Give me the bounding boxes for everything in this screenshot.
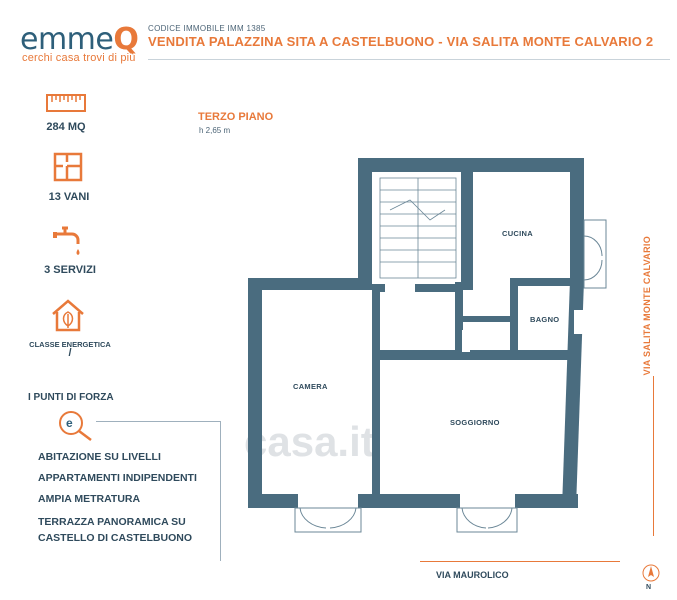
strengths-title: I PUNTI DI FORZA [28, 392, 114, 403]
strength-item: APPARTAMENTI INDIPENDENTI [38, 472, 197, 484]
street-label-south: VIA MAUROLICO [436, 570, 509, 580]
street-label-east: VIA SALITA MONTE CALVARIO [642, 236, 652, 376]
header-divider [148, 59, 670, 60]
compass-north-label: N [646, 584, 652, 591]
door-gap [358, 310, 372, 340]
watermark: casa.it [244, 418, 375, 465]
street-line-south [420, 561, 620, 562]
listing-title: VENDITA PALAZZINA SITA A CASTELBUONO - V… [148, 34, 654, 49]
door-gap [584, 230, 594, 280]
services-value: 3 SERVIZI [44, 264, 96, 276]
wall [372, 284, 462, 292]
energy-class-value: / [68, 347, 72, 359]
wall [562, 280, 584, 508]
strengths-box-right [220, 421, 221, 561]
room-label-camera: CAMERA [293, 382, 328, 391]
brand-name-accent: Q [113, 22, 139, 57]
property-code: CODICE IMMOBILE IMM 1385 [148, 24, 266, 33]
strength-item: AMPIA METRATURA [38, 493, 141, 505]
floor-title: TERZO PIANO [198, 111, 274, 123]
door-swing [583, 235, 603, 281]
brand-logo: emmeQ [20, 22, 139, 57]
door-gap [298, 494, 358, 508]
room-label-bagno: BAGNO [530, 315, 560, 324]
energy-house-icon [52, 299, 84, 332]
wall [461, 172, 473, 290]
faucet-icon [53, 226, 80, 255]
rooms-value: 13 VANI [48, 191, 90, 203]
door-gap [463, 290, 503, 298]
brand-name: emme [20, 22, 114, 57]
wall [248, 278, 262, 508]
brand-tagline: cerchi casa trovi di più [22, 52, 136, 64]
floor-height: h 2,65 m [199, 126, 231, 135]
wall [248, 278, 372, 290]
floorplan-icon [53, 152, 83, 182]
room-label-cucina: CUCINA [502, 229, 533, 238]
door-gap [385, 284, 415, 292]
wall [455, 316, 515, 322]
door-swing [461, 507, 513, 529]
strengths-box-top [96, 421, 220, 422]
wall [358, 158, 582, 172]
wall [358, 158, 372, 288]
strength-item: CASTELLO DI CASTELBUONO [38, 532, 192, 544]
area-value: 284 MQ [46, 121, 86, 133]
door-gap [574, 310, 584, 334]
door-gap [462, 330, 470, 352]
balcony [294, 507, 362, 533]
wall [570, 158, 584, 288]
balcony [456, 507, 518, 533]
door-gap [460, 494, 515, 508]
street-line-east [653, 376, 654, 536]
svg-text:e: e [66, 416, 73, 430]
wall [248, 494, 578, 508]
room-label-soggiorno: SOGGIORNO [450, 418, 500, 427]
compass-icon [642, 564, 660, 582]
strength-item: TERRAZZA PANORAMICA SU [38, 516, 186, 528]
wall [372, 284, 380, 508]
staircase [379, 177, 457, 279]
balcony [583, 219, 607, 289]
strength-item: ABITAZIONE SU LIVELLI [38, 451, 161, 463]
energy-class-label: CLASSE ENERGETICA [29, 340, 111, 349]
wall [510, 278, 576, 286]
floor-plan [248, 158, 607, 533]
door-swing [299, 507, 357, 529]
ruler-icon [46, 94, 86, 112]
magnifier-icon: e [59, 411, 92, 441]
wall [372, 350, 572, 360]
